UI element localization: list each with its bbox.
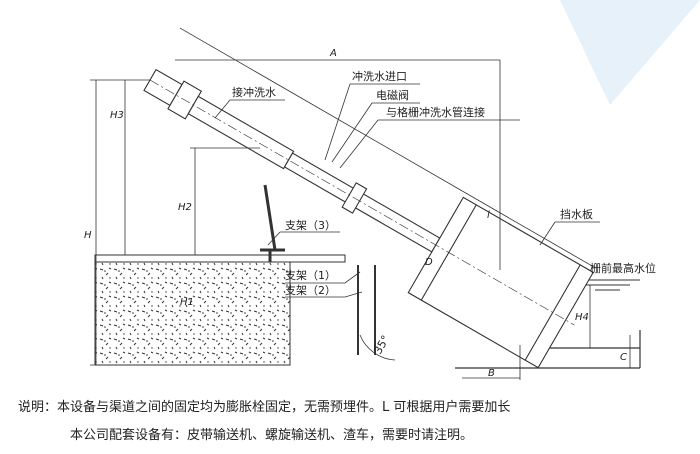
support-1-2 <box>357 265 376 355</box>
dim-A: A <box>329 48 337 59</box>
lower-tube <box>283 152 441 253</box>
label-flush-water: 接冲洗水 <box>232 85 276 99</box>
decorative-triangle <box>560 0 700 105</box>
dim-H: H <box>84 230 92 241</box>
screen-machine <box>143 27 596 369</box>
channel-bottom <box>455 330 641 369</box>
label-baffle: 挡水板 <box>560 207 593 221</box>
note-line-2: 本公司配套设备有：皮带输送机、螺旋输送机、渣车，需要时请注明。 <box>70 428 474 443</box>
label-solenoid-valve: 电磁阀 <box>376 88 409 102</box>
note-line-1: 说明：本设备与渠道之间的固定均为膨胀栓固定，无需预埋件。L 可根据用户需要加长 <box>18 400 511 415</box>
support-3 <box>260 184 285 262</box>
dim-H1: H1 <box>180 297 194 308</box>
label-support-1: 支架（1） <box>285 269 336 282</box>
dim-H4: H4 <box>575 312 589 323</box>
floor-slab <box>94 254 346 263</box>
dim-H3: H3 <box>110 110 124 121</box>
label-support-2: 支架（2） <box>285 284 336 297</box>
dim-L: l <box>487 210 490 221</box>
label-flush-inlet: 冲洗水进口 <box>352 69 407 83</box>
dim-B: B <box>488 368 495 379</box>
label-support-3: 支架（3） <box>285 219 336 232</box>
label-max-water-level: 栅前最高水位 <box>590 261 656 275</box>
dim-C: C <box>620 352 627 363</box>
dim-D: D <box>425 257 433 268</box>
dim-H2: H2 <box>178 202 192 213</box>
concrete-floor <box>94 261 291 366</box>
label-connect-pipe: 与格栅冲洗水管连接 <box>386 105 485 119</box>
